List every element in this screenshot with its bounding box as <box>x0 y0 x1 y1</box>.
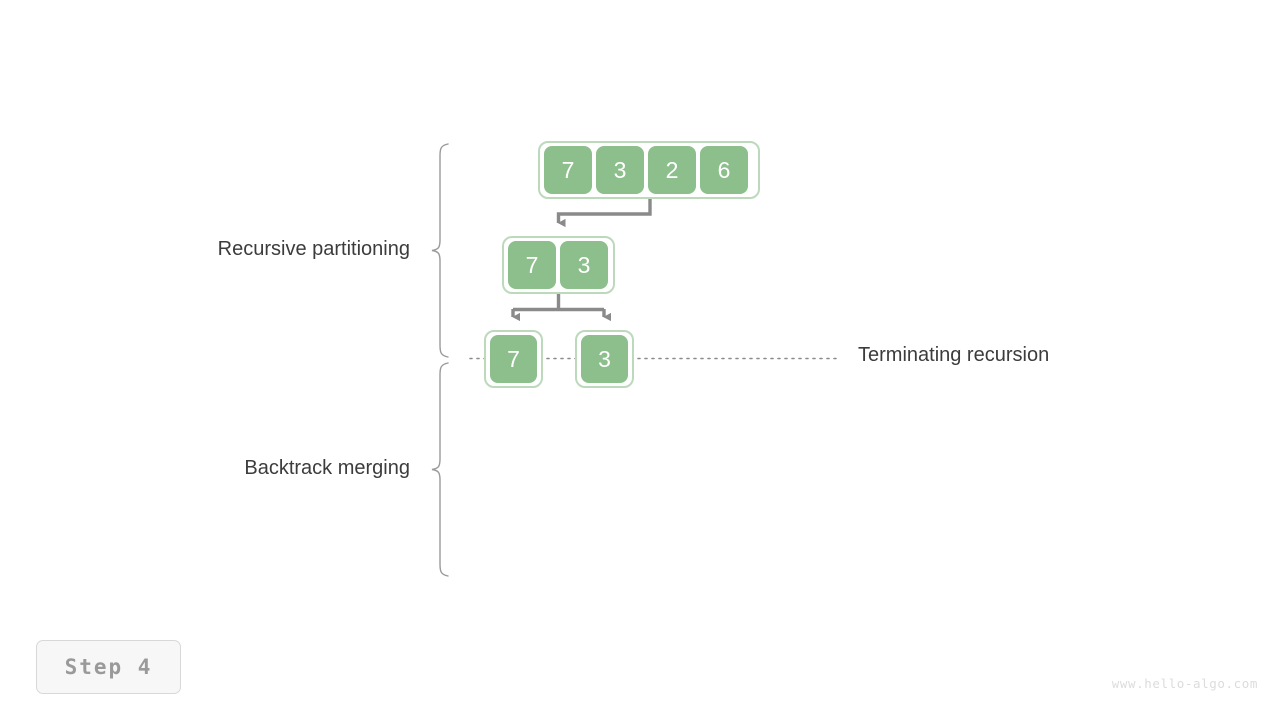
array-cell[interactable]: 7 <box>490 335 537 383</box>
array-cell[interactable]: 3 <box>581 335 628 383</box>
array-cell[interactable]: 6 <box>700 146 748 194</box>
brace-recursive-partitioning <box>431 143 449 358</box>
array-cell[interactable]: 2 <box>648 146 696 194</box>
brace-backtrack-merging <box>431 362 449 577</box>
array-cell[interactable]: 7 <box>544 146 592 194</box>
array-root[interactable]: 7 3 2 6 <box>538 141 760 199</box>
array-leaf-left[interactable]: 7 <box>484 330 543 388</box>
step-badge: Step 4 <box>36 640 181 694</box>
array-cell[interactable]: 3 <box>596 146 644 194</box>
arrow-root-to-left-child <box>556 196 652 228</box>
section-label-recursive-partitioning: Recursive partitioning <box>217 238 410 260</box>
array-leaf-right[interactable]: 3 <box>575 330 634 388</box>
annotation-terminating-recursion: Terminating recursion <box>858 344 1050 366</box>
array-cell[interactable]: 7 <box>508 241 556 289</box>
array-left-child[interactable]: 7 3 <box>502 236 615 294</box>
section-label-backtrack-merging: Backtrack merging <box>244 457 410 479</box>
array-cell[interactable]: 3 <box>560 241 608 289</box>
watermark: www.hello-algo.com <box>1111 676 1258 691</box>
